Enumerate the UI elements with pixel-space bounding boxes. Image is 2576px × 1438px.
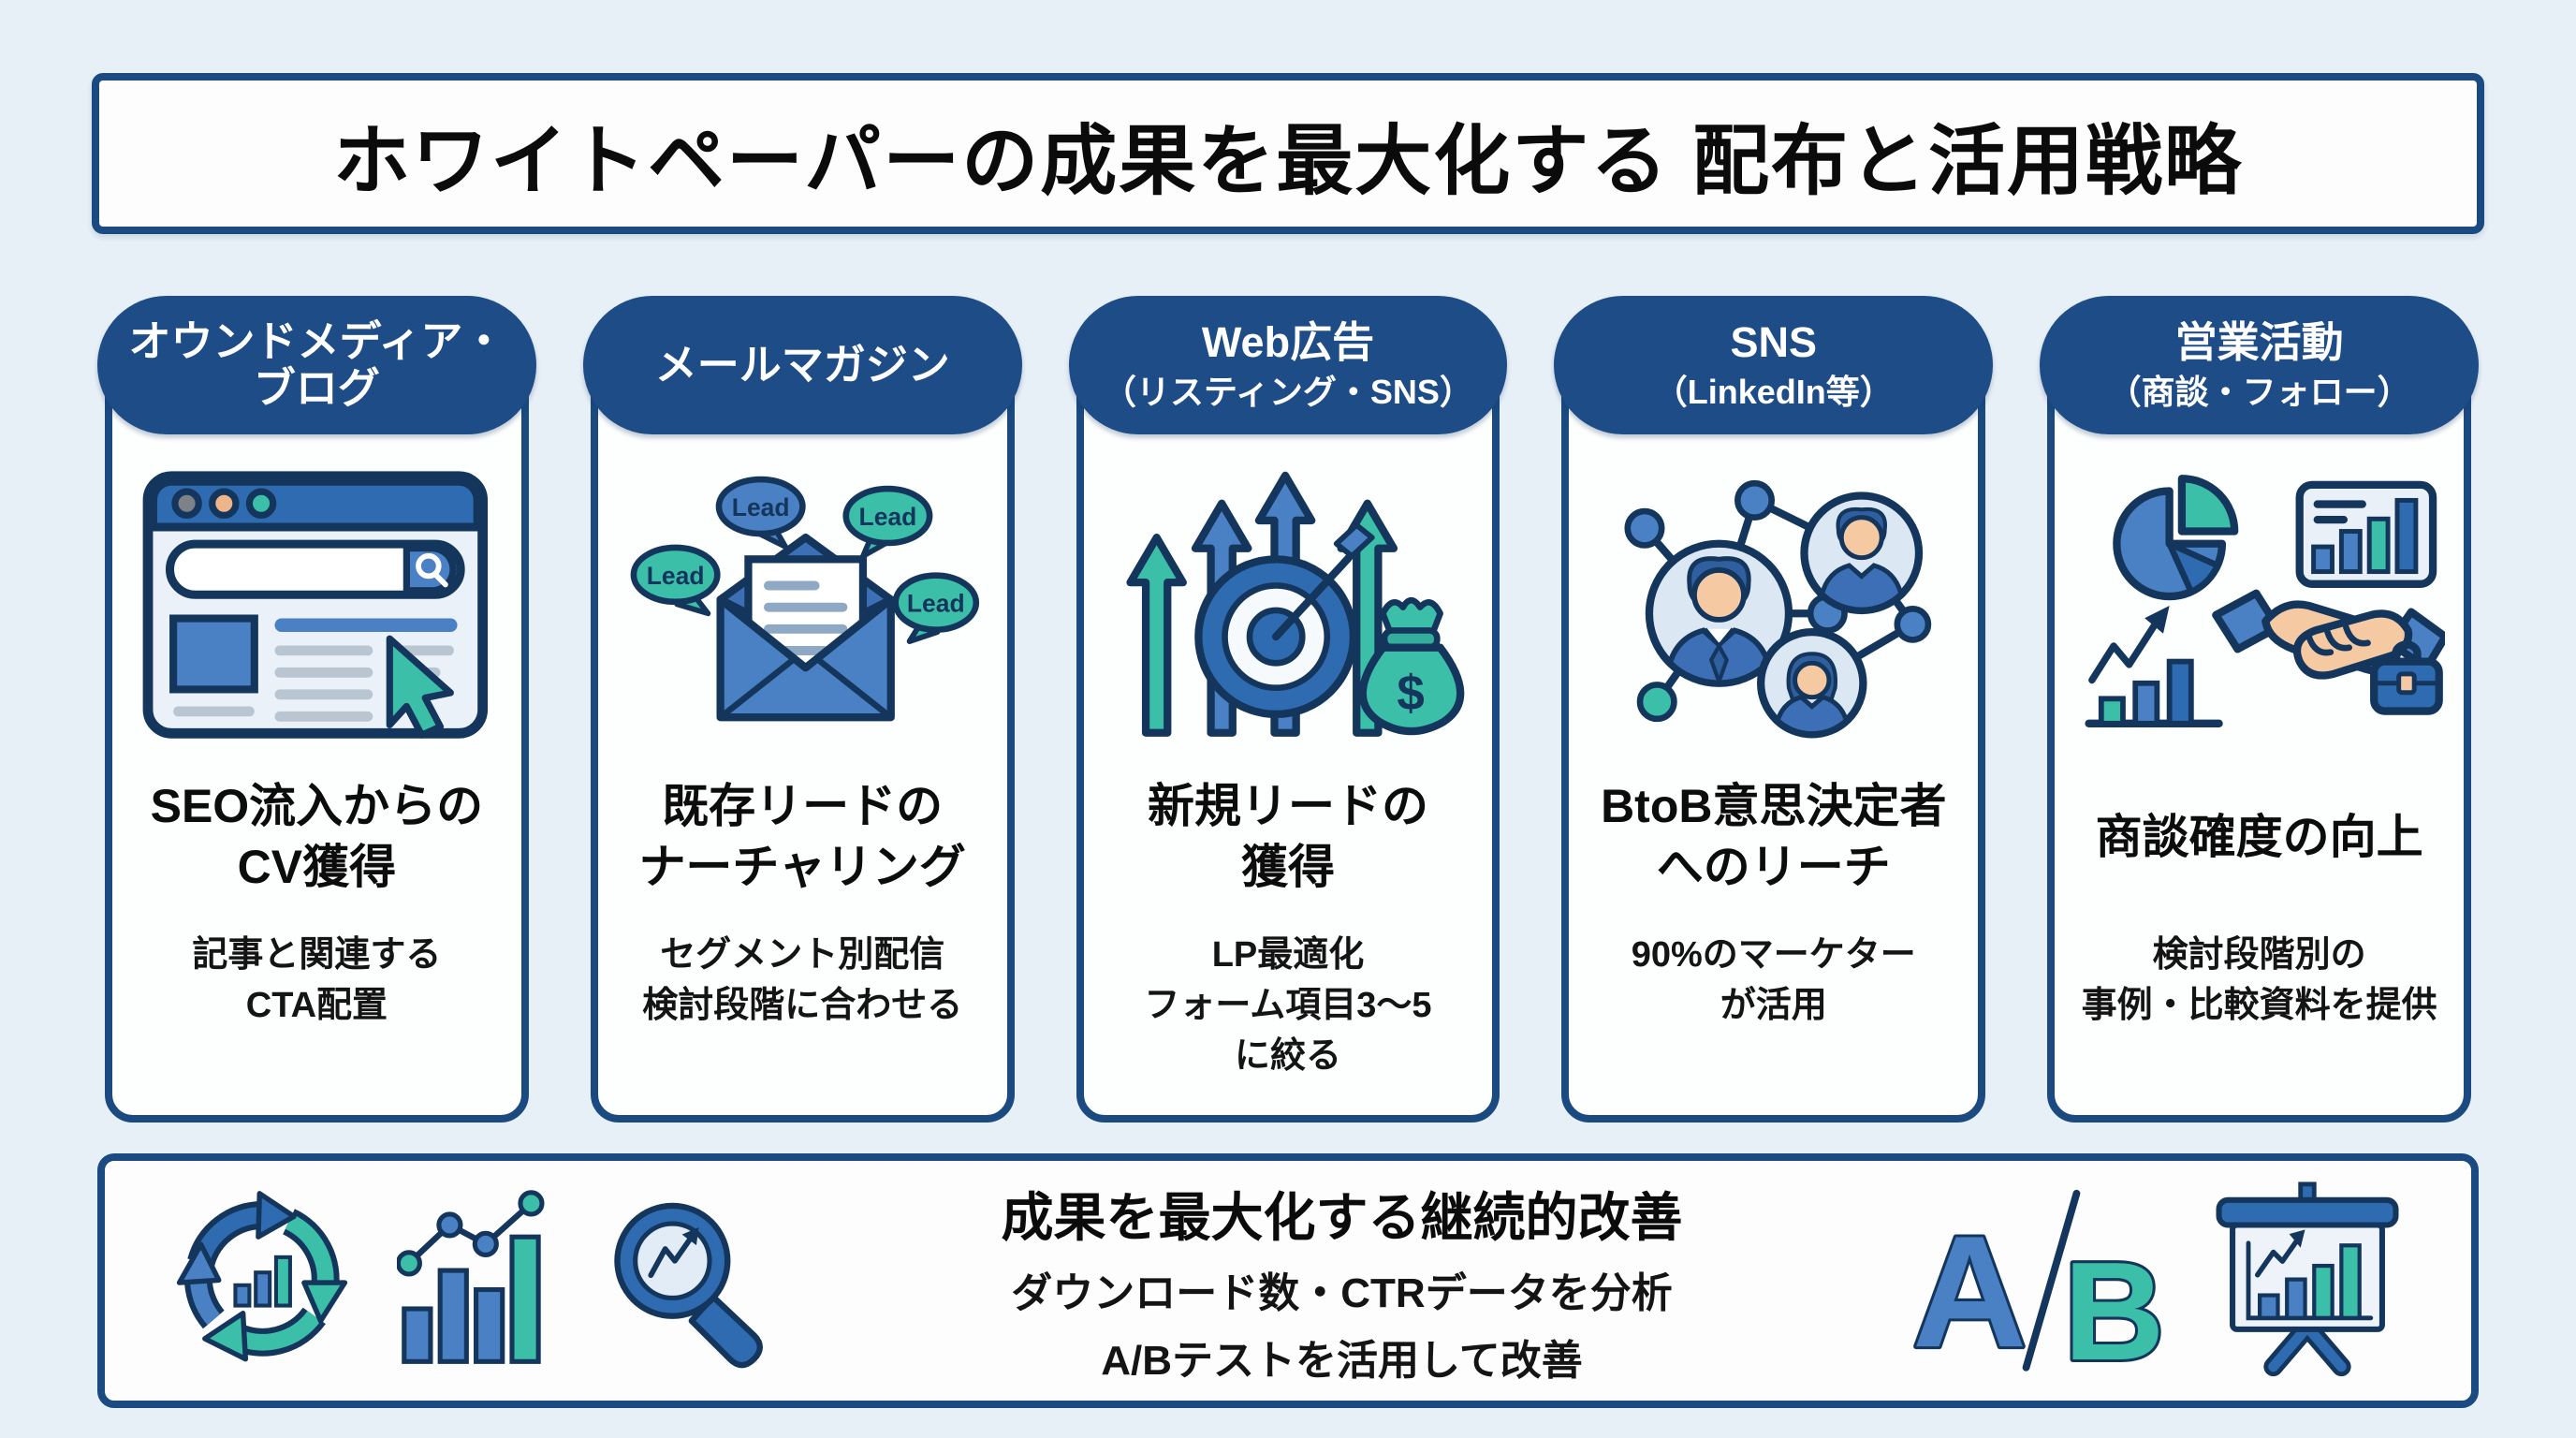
column-sales: 営業活動 （商談・フォロー） (2040, 296, 2479, 1123)
footer-banner: 成果を最大化する継続的改善 ダウンロード数・CTRデータを分析 A/Bテストを活… (97, 1153, 2479, 1408)
column-header-pill: SNS （LinkedIn等） (1554, 296, 1994, 434)
column-detail: 記事と関連する CTA配置 (192, 931, 441, 1032)
footer-line: A/Bテストを活用して改善 (1101, 1337, 1583, 1384)
pill-header-line: （リスティング・SNS） (1103, 373, 1473, 412)
svg-text:Lead: Lead (647, 562, 705, 590)
pill-header-line: SNS (1730, 317, 1818, 366)
column-web-ads: Web広告 （リスティング・SNS） $ (1068, 296, 1508, 1123)
column-heading: 既存リードの ナーチャリング (638, 771, 966, 902)
column-detail-line: が活用 (1720, 985, 1827, 1025)
target-growth-arrows-icon: $ (1110, 462, 1467, 749)
email-leads-icon: Lead Lead Lead Lead (624, 462, 981, 749)
column-sns: SNS （LinkedIn等） (1554, 296, 1994, 1123)
pill-header-line: メールマガジン (654, 340, 950, 389)
column-detail: 検討段階別の 事例・比較資料を提供 (2082, 931, 2437, 1032)
column-heading: 商談確度の向上 (2096, 771, 2423, 902)
svg-text:Lead: Lead (732, 493, 790, 521)
page-title: ホワイトペーパーの成果を最大化する 配布と活用戦略 (333, 118, 2243, 204)
column-detail: セグメント別配信 検討段階に合わせる (642, 931, 962, 1032)
svg-text:$: $ (1397, 666, 1424, 721)
column-heading-line: 新規リードの (1147, 780, 1428, 832)
svg-text:Lead: Lead (907, 590, 965, 618)
footer-line: ダウンロード数・CTRデータを分析 (1011, 1269, 1673, 1316)
people-network-icon (1595, 462, 1952, 749)
column-card: SEO流入からの CV獲得 記事と関連する CTA配置 (105, 365, 529, 1123)
pill-header-line: ブログ (253, 364, 380, 412)
column-heading-line: 既存リードの (662, 780, 944, 832)
column-heading: SEO流入からの CV獲得 (151, 771, 484, 902)
column-card: $ 新規リードの 獲得 LP最適化 フォーム項目3〜5 に絞る (1076, 365, 1500, 1123)
browser-search-icon (139, 462, 494, 749)
magnifier-trend-icon (598, 1189, 778, 1373)
column-detail-line: 事例・比較資料を提供 (2081, 985, 2437, 1025)
column-detail-line: CTA配置 (245, 985, 388, 1025)
footer-title: 成果を最大化する継続的改善 (1001, 1187, 1683, 1247)
column-detail-line: に絞る (1234, 1035, 1341, 1076)
column-detail-line: 検討段階に合わせる (642, 985, 963, 1025)
column-detail-line: 90%のマーケター (1631, 935, 1916, 975)
column-mail-magazine: メールマガジン Lead Lead Lead Lead (582, 296, 1022, 1123)
pill-header-line: 営業活動 (2174, 317, 2344, 366)
column-heading-line: へのリーチ (1656, 841, 1891, 893)
footer-icons-right: A B (1906, 1180, 2409, 1392)
column-card: BtoB意思決定者 へのリーチ 90%のマーケター が活用 (1561, 365, 1986, 1123)
column-detail-line: フォーム項目3〜5 (1144, 985, 1432, 1025)
footer-icons-left (167, 1183, 778, 1379)
column-card: Lead Lead Lead Lead (590, 365, 1015, 1123)
cycle-arrows-icon (167, 1183, 358, 1379)
pill-header-line: Web広告 (1201, 317, 1375, 366)
column-card: 商談確度の向上 検討段階別の 事例・比較資料を提供 (2047, 365, 2471, 1123)
column-heading-line: SEO流入からの (150, 780, 484, 832)
column-heading-line: 商談確度の向上 (2095, 810, 2423, 863)
pill-header-line: オウンドメディア・ (128, 316, 505, 365)
ab-test-icon: A B (1906, 1185, 2167, 1392)
column-heading-line: CV獲得 (237, 841, 397, 893)
column-header-pill: 営業活動 （商談・フォロー） (2040, 296, 2479, 434)
column-owned-media: オウンドメディア・ ブログ (97, 296, 536, 1123)
ab-letter-a: A (1912, 1203, 2027, 1372)
column-header-pill: メールマガジン (582, 296, 1022, 434)
column-heading: 新規リードの 獲得 (1148, 771, 1428, 902)
column-header-pill: Web広告 （リスティング・SNS） (1068, 296, 1508, 434)
column-detail-line: セグメント別配信 (660, 935, 945, 975)
ab-letter-b: B (2064, 1233, 2165, 1372)
column-detail-line: 記事と関連する (192, 935, 442, 975)
column-detail-line: LP最適化 (1211, 935, 1365, 975)
trend-bar-chart-icon (395, 1189, 559, 1373)
footer-text: 成果を最大化する継続的改善 ダウンロード数・CTRデータを分析 A/Bテストを活… (778, 1176, 1906, 1387)
title-banner: ホワイトペーパーの成果を最大化する 配布と活用戦略 (92, 73, 2484, 234)
column-detail: 90%のマーケター が活用 (1632, 931, 1916, 1032)
pill-header-line: （LinkedIn等） (1653, 373, 1894, 412)
column-header-pill: オウンドメディア・ ブログ (97, 296, 536, 434)
svg-text:Lead: Lead (858, 503, 916, 531)
presentation-chart-icon (2205, 1180, 2409, 1383)
column-heading-line: BtoB意思決定者 (1601, 780, 1947, 832)
column-heading-line: ナーチャリング (638, 841, 966, 893)
column-heading: BtoB意思決定者 へのリーチ (1601, 771, 1946, 902)
pill-header-line: （商談・フォロー） (2107, 373, 2411, 412)
column-detail: LP最適化 フォーム項目3〜5 に絞る (1144, 931, 1431, 1082)
strategy-columns: オウンドメディア・ ブログ (97, 296, 2479, 1123)
column-heading-line: 獲得 (1240, 841, 1335, 893)
sales-handshake-charts-icon (2073, 462, 2446, 749)
column-detail-line: 検討段階別の (2152, 935, 2366, 975)
